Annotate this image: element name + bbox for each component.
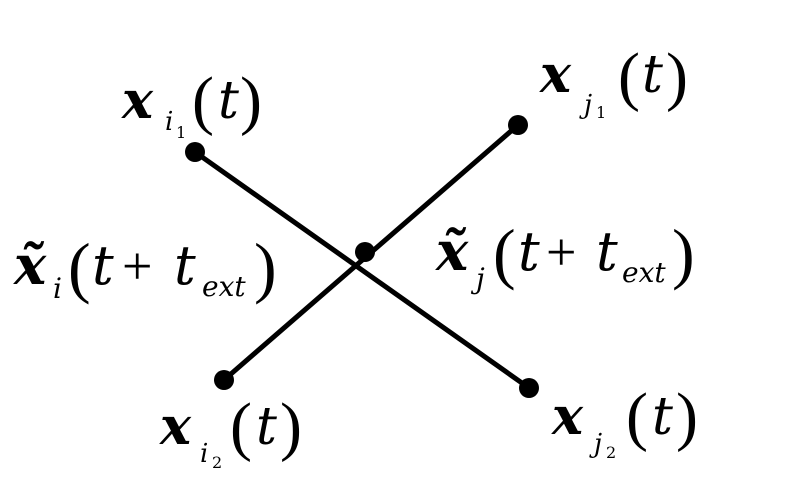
label-x-i1: x i 1 ( t ) [121, 64, 262, 142]
svg-text:(: ( [626, 380, 648, 453]
label-xtilde-i-sub: i [53, 272, 62, 305]
svg-text:): ) [254, 229, 277, 305]
label-xtilde-j: x̃ j ( t + t ext ) [435, 215, 695, 295]
svg-text:): ) [280, 390, 302, 463]
svg-text:): ) [676, 380, 698, 453]
label-x-j1-subsub: 1 [596, 103, 606, 122]
node-j2 [519, 378, 539, 398]
label-xtilde-i-t2: t [174, 234, 196, 297]
label-xtilde-i-ext: ext [202, 270, 246, 303]
label-x-j1-sub: j [579, 90, 592, 120]
label-x-j2-arg: t [652, 387, 673, 447]
label-x-i1-subsub: 1 [176, 123, 186, 142]
label-x-i1-arg: t [218, 71, 239, 131]
label-xtilde-j-t: t [518, 220, 540, 283]
label-xtilde-j-t2: t [596, 220, 618, 283]
svg-text:): ) [666, 40, 688, 113]
label-x-i2-sub: i [200, 439, 208, 469]
svg-text:(: ( [192, 64, 214, 137]
label-x-i2-var: x [159, 396, 192, 457]
svg-text:(: ( [618, 40, 640, 113]
label-x-i1-sub: i [165, 107, 173, 137]
svg-text:(: ( [230, 390, 252, 463]
node-center [355, 242, 375, 262]
label-x-j2: x j 2 ( t ) [551, 380, 698, 462]
label-x-j2-sub: j [589, 429, 602, 459]
svg-text:(: ( [68, 229, 91, 305]
label-x-j1: x j 1 ( t ) [539, 40, 688, 122]
label-xtilde-i-var: x̃ [13, 233, 47, 297]
label-xtilde-j-var: x̃ [435, 219, 469, 283]
svg-text:(: ( [493, 215, 516, 291]
svg-text:): ) [672, 215, 695, 291]
node-i2 [214, 370, 234, 390]
label-xtilde-j-sub: j [470, 262, 485, 295]
label-x-j2-var: x [551, 386, 584, 447]
label-x-j1-var: x [539, 44, 572, 105]
label-xtilde-j-plus: + [546, 222, 576, 282]
label-xtilde-i-t: t [92, 234, 114, 297]
label-x-i2: x i 2 ( t ) [159, 390, 302, 472]
node-j1 [508, 115, 528, 135]
label-x-i1-var: x [121, 70, 154, 131]
svg-text:): ) [240, 64, 262, 137]
edge-i1-j2 [192, 149, 532, 391]
label-x-j2-subsub: 2 [606, 443, 616, 462]
label-x-i2-subsub: 2 [212, 453, 222, 472]
label-x-j1-arg: t [642, 45, 663, 105]
label-x-i2-arg: t [256, 397, 277, 457]
label-xtilde-i: x̃ i ( t + t ext ) [13, 229, 277, 305]
node-i1 [185, 142, 205, 162]
label-xtilde-j-ext: ext [622, 256, 666, 289]
label-xtilde-i-plus: + [122, 236, 152, 296]
